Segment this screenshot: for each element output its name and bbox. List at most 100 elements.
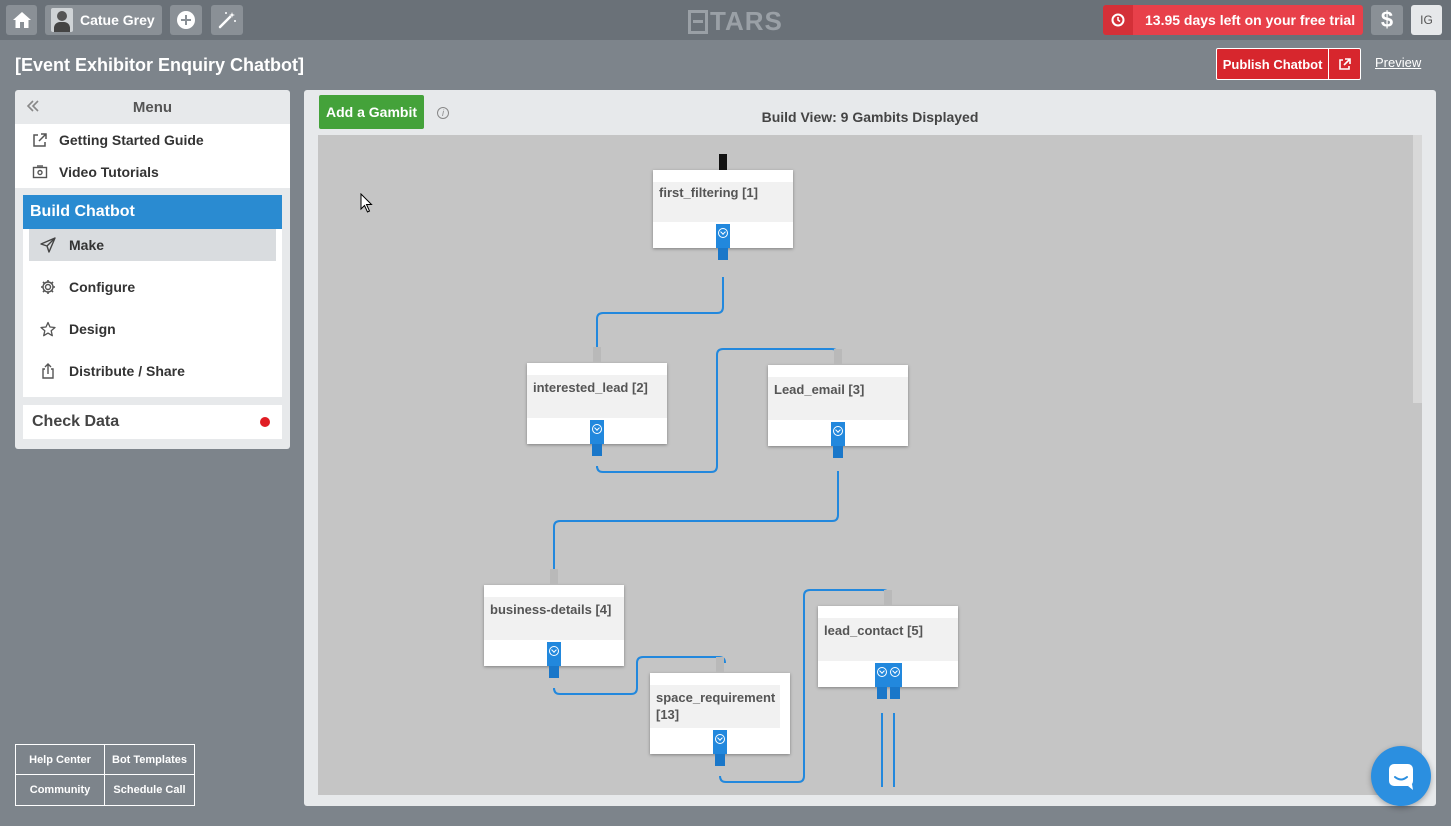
- community-link[interactable]: Community: [16, 775, 105, 805]
- star-icon: [39, 320, 57, 338]
- build-item-design[interactable]: Design: [29, 313, 276, 345]
- clock-icon: [1103, 5, 1133, 35]
- gambit-connections: [553, 277, 895, 787]
- free-trial-banner[interactable]: 13.95 days left on your free trial: [1103, 5, 1363, 35]
- billing-button[interactable]: $: [1371, 5, 1403, 35]
- build-item-distribute-share[interactable]: Distribute / Share: [29, 355, 276, 387]
- menu-link-getting-started[interactable]: Getting Started Guide: [15, 124, 290, 156]
- link-3-to-4: [553, 471, 839, 571]
- home-icon: [12, 12, 31, 28]
- input-port[interactable]: [550, 569, 558, 585]
- mouse-cursor-icon: [360, 193, 373, 213]
- magic-wand-button[interactable]: [211, 5, 243, 35]
- output-port[interactable]: [833, 446, 843, 458]
- output-port[interactable]: [877, 687, 887, 699]
- gambit-first-filtering[interactable]: first_filtering [1]: [653, 154, 793, 260]
- output-port[interactable]: [592, 444, 602, 456]
- logo-text: TARS: [710, 6, 783, 36]
- add-bot-button[interactable]: [170, 5, 202, 35]
- build-panel: Add a Gambit i Build View: 9 Gambits Dis…: [304, 90, 1436, 806]
- chevron-down-icon: [718, 228, 728, 238]
- footer-links: Help Center Bot Templates Community Sche…: [15, 744, 195, 806]
- account-initials: IG: [1420, 13, 1433, 27]
- external-link-icon[interactable]: [1328, 49, 1360, 79]
- build-chatbot-header[interactable]: Build Chatbot: [23, 195, 282, 229]
- magic-wand-icon: [218, 12, 236, 29]
- link-1-to-2: [596, 277, 724, 349]
- build-chatbot-section: Build Chatbot Make Configure Design Dist…: [23, 195, 282, 397]
- input-port[interactable]: [593, 347, 601, 363]
- chat-support-button[interactable]: [1371, 746, 1431, 806]
- output-port[interactable]: [549, 666, 559, 678]
- page-title: [Event Exhibitor Enquiry Chatbot]: [15, 55, 305, 75]
- input-port[interactable]: [884, 590, 892, 606]
- menu-header: Menu: [15, 90, 290, 124]
- gambit-interested-lead[interactable]: interested_lead [2]: [527, 347, 667, 456]
- video-icon: [31, 163, 49, 181]
- expand-output-button[interactable]: [713, 730, 727, 754]
- dollar-icon: $: [1380, 7, 1394, 32]
- check-data-label: Check Data: [32, 413, 120, 430]
- canvas-scrollbar[interactable]: [1413, 135, 1422, 403]
- gambit-name: first_filtering [1]: [653, 182, 793, 222]
- build-item-label: Distribute / Share: [69, 363, 185, 379]
- gambit-name: business-details [4]: [484, 597, 624, 640]
- chevron-down-icon: [877, 667, 887, 677]
- menu-link-label: Video Tutorials: [59, 164, 159, 180]
- gambit-name: space_requirement [13]: [650, 685, 780, 728]
- left-menu: Menu Getting Started Guide Video Tutoria…: [15, 90, 290, 449]
- share-icon: [39, 362, 57, 380]
- avatar: [51, 8, 73, 32]
- gambit-lead-email[interactable]: Lead_email [3]: [768, 349, 908, 458]
- chevron-down-icon: [592, 424, 602, 434]
- gambit-name: interested_lead [2]: [527, 375, 667, 418]
- input-port[interactable]: [716, 657, 724, 673]
- gambit-canvas[interactable]: first_filtering [1] interested_lead [2] …: [318, 135, 1422, 795]
- expand-output-button[interactable]: [547, 642, 561, 666]
- output-port[interactable]: [715, 754, 725, 766]
- expand-output-button[interactable]: [875, 663, 889, 687]
- menu-link-video-tutorials[interactable]: Video Tutorials: [15, 156, 290, 188]
- plus-circle-icon: [177, 11, 195, 29]
- gambit-name: lead_contact [5]: [818, 618, 958, 661]
- build-item-configure[interactable]: Configure: [29, 271, 276, 303]
- collapse-menu-icon[interactable]: [25, 98, 41, 114]
- build-item-label: Design: [69, 321, 116, 337]
- input-port[interactable]: [834, 349, 842, 365]
- user-menu-button[interactable]: Catue Grey: [45, 5, 162, 35]
- chevron-down-icon: [890, 667, 900, 677]
- expand-output-button[interactable]: [590, 420, 604, 444]
- home-button[interactable]: [6, 5, 37, 35]
- gambit-business-details[interactable]: business-details [4]: [484, 569, 624, 678]
- top-bar: Catue Grey TARS 13.95 days left on your …: [0, 0, 1451, 40]
- build-item-make[interactable]: Make: [29, 229, 276, 261]
- chevron-down-icon: [549, 646, 559, 656]
- schedule-call-link[interactable]: Schedule Call: [113, 784, 186, 796]
- menu-title: Menu: [132, 98, 173, 116]
- user-name: Catue Grey: [80, 12, 155, 28]
- output-port[interactable]: [718, 248, 728, 260]
- publish-chatbot-button[interactable]: Publish Chatbot: [1216, 48, 1361, 80]
- output-port[interactable]: [890, 687, 900, 699]
- expand-output-button[interactable]: [831, 422, 845, 446]
- gambit-space-requirement[interactable]: space_requirement [13]: [650, 657, 790, 766]
- tars-logo: TARS: [688, 6, 783, 37]
- menu-link-label: Getting Started Guide: [59, 132, 204, 148]
- bot-templates-link[interactable]: Bot Templates: [105, 745, 194, 775]
- expand-output-button[interactable]: [716, 224, 730, 248]
- gambit-name: Lead_email [3]: [768, 377, 908, 420]
- account-initials-button[interactable]: IG: [1411, 5, 1442, 35]
- chevron-down-icon: [833, 426, 843, 436]
- publish-label: Publish Chatbot: [1222, 56, 1323, 72]
- add-gambit-button[interactable]: Add a Gambit: [319, 95, 424, 129]
- check-data-button[interactable]: Check Data: [23, 405, 282, 439]
- gambit-lead-contact[interactable]: lead_contact [5]: [818, 590, 958, 699]
- chat-icon: [1389, 764, 1413, 790]
- expand-output-button[interactable]: [888, 663, 902, 687]
- preview-link[interactable]: Preview: [1375, 55, 1422, 70]
- help-center-link[interactable]: Help Center: [16, 745, 105, 775]
- trial-text: 13.95 days left on your free trial: [1145, 12, 1356, 28]
- info-icon[interactable]: i: [437, 107, 449, 119]
- logo-mark-icon: [688, 9, 708, 34]
- menu-links: Getting Started Guide Video Tutorials: [15, 124, 290, 188]
